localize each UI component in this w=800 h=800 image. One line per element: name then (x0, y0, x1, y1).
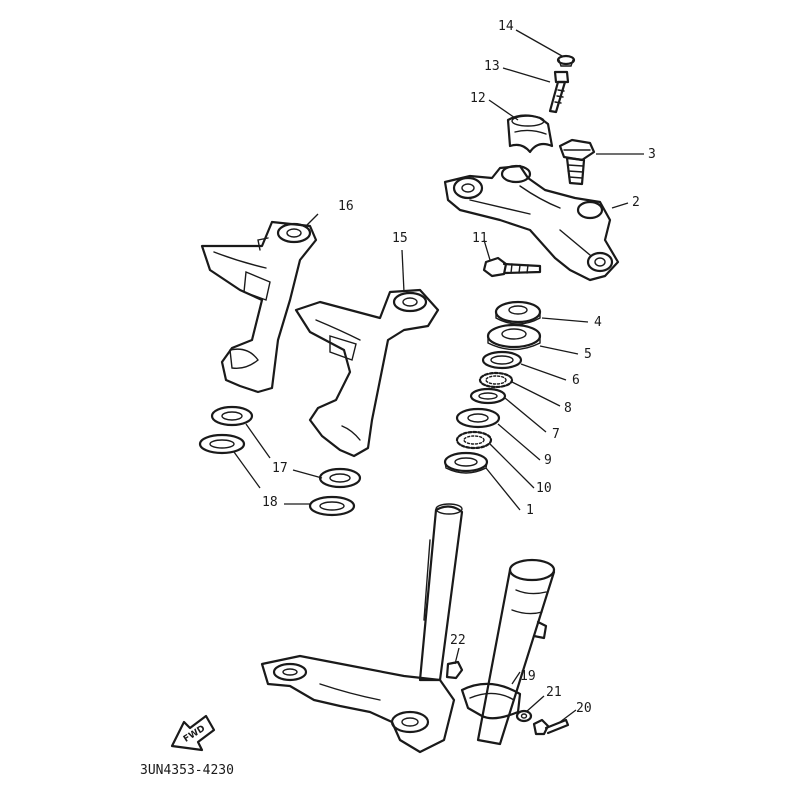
callout-18: 18 (262, 495, 278, 510)
part-13-bolt (548, 70, 570, 114)
part-15-right-bracket (294, 288, 440, 458)
part-12-handlebar-holder (506, 114, 554, 154)
part-9-ball-bearing-lower (455, 430, 493, 450)
part-fork-tube (476, 558, 556, 746)
callout-1: 1 (526, 503, 534, 518)
callout-10: 10 (536, 481, 552, 496)
part-17-right-race (318, 467, 362, 489)
part-16-left-bracket (200, 220, 318, 394)
callout-16: 16 (338, 199, 354, 214)
part-4-ring-nut (494, 300, 542, 325)
callout-6: 6 (572, 373, 580, 388)
part-14-cap-screw (556, 54, 576, 67)
callout-9: 9 (544, 453, 552, 468)
callout-labels: 14 13 12 3 2 16 15 11 4 5 6 8 7 9 10 1 1… (262, 19, 656, 716)
callout-17: 17 (272, 461, 288, 476)
part-5-bearing-cover (486, 323, 542, 351)
part-7-bearing-race-middle (469, 387, 507, 405)
part-17-left-race (210, 405, 254, 427)
part-8-ball-bearing-upper (478, 371, 514, 389)
callout-8: 8 (564, 401, 572, 416)
callout-11: 11 (472, 231, 488, 246)
part-19-clamp (460, 682, 522, 720)
callout-2: 2 (632, 195, 640, 210)
part-10-bearing-race-lower (443, 451, 489, 474)
part-18-left-seal (198, 433, 246, 455)
callout-14: 14 (498, 19, 514, 34)
callout-21: 21 (546, 685, 562, 700)
part-6-bearing-race-upper (481, 350, 523, 370)
callout-19: 19 (520, 669, 536, 684)
leader-lines (233, 29, 644, 723)
forward-direction-text: FWD (182, 724, 207, 745)
callout-7: 7 (552, 427, 560, 442)
callout-20: 20 (576, 701, 592, 716)
part-22-nut (445, 660, 464, 680)
part-3-steering-stem-bolt (558, 138, 596, 186)
callout-15: 15 (392, 231, 408, 246)
part-20-bolt (532, 718, 570, 736)
part-7-washer (455, 407, 501, 429)
callout-22: 22 (450, 633, 466, 648)
callout-3: 3 (648, 147, 656, 162)
part-18-right-seal (308, 495, 356, 517)
callout-5: 5 (584, 347, 592, 362)
diagram-code: 3UN4353-4230 (140, 763, 234, 778)
forward-direction-arrow: FWD (170, 714, 216, 752)
part-2-upper-bracket (443, 164, 620, 282)
callout-13: 13 (484, 59, 500, 74)
callout-12: 12 (470, 91, 486, 106)
part-21-washer (515, 709, 533, 723)
part-11-pinch-bolt (482, 256, 542, 278)
callout-4: 4 (594, 315, 602, 330)
part-steering-stem-lower-bracket (260, 503, 464, 754)
